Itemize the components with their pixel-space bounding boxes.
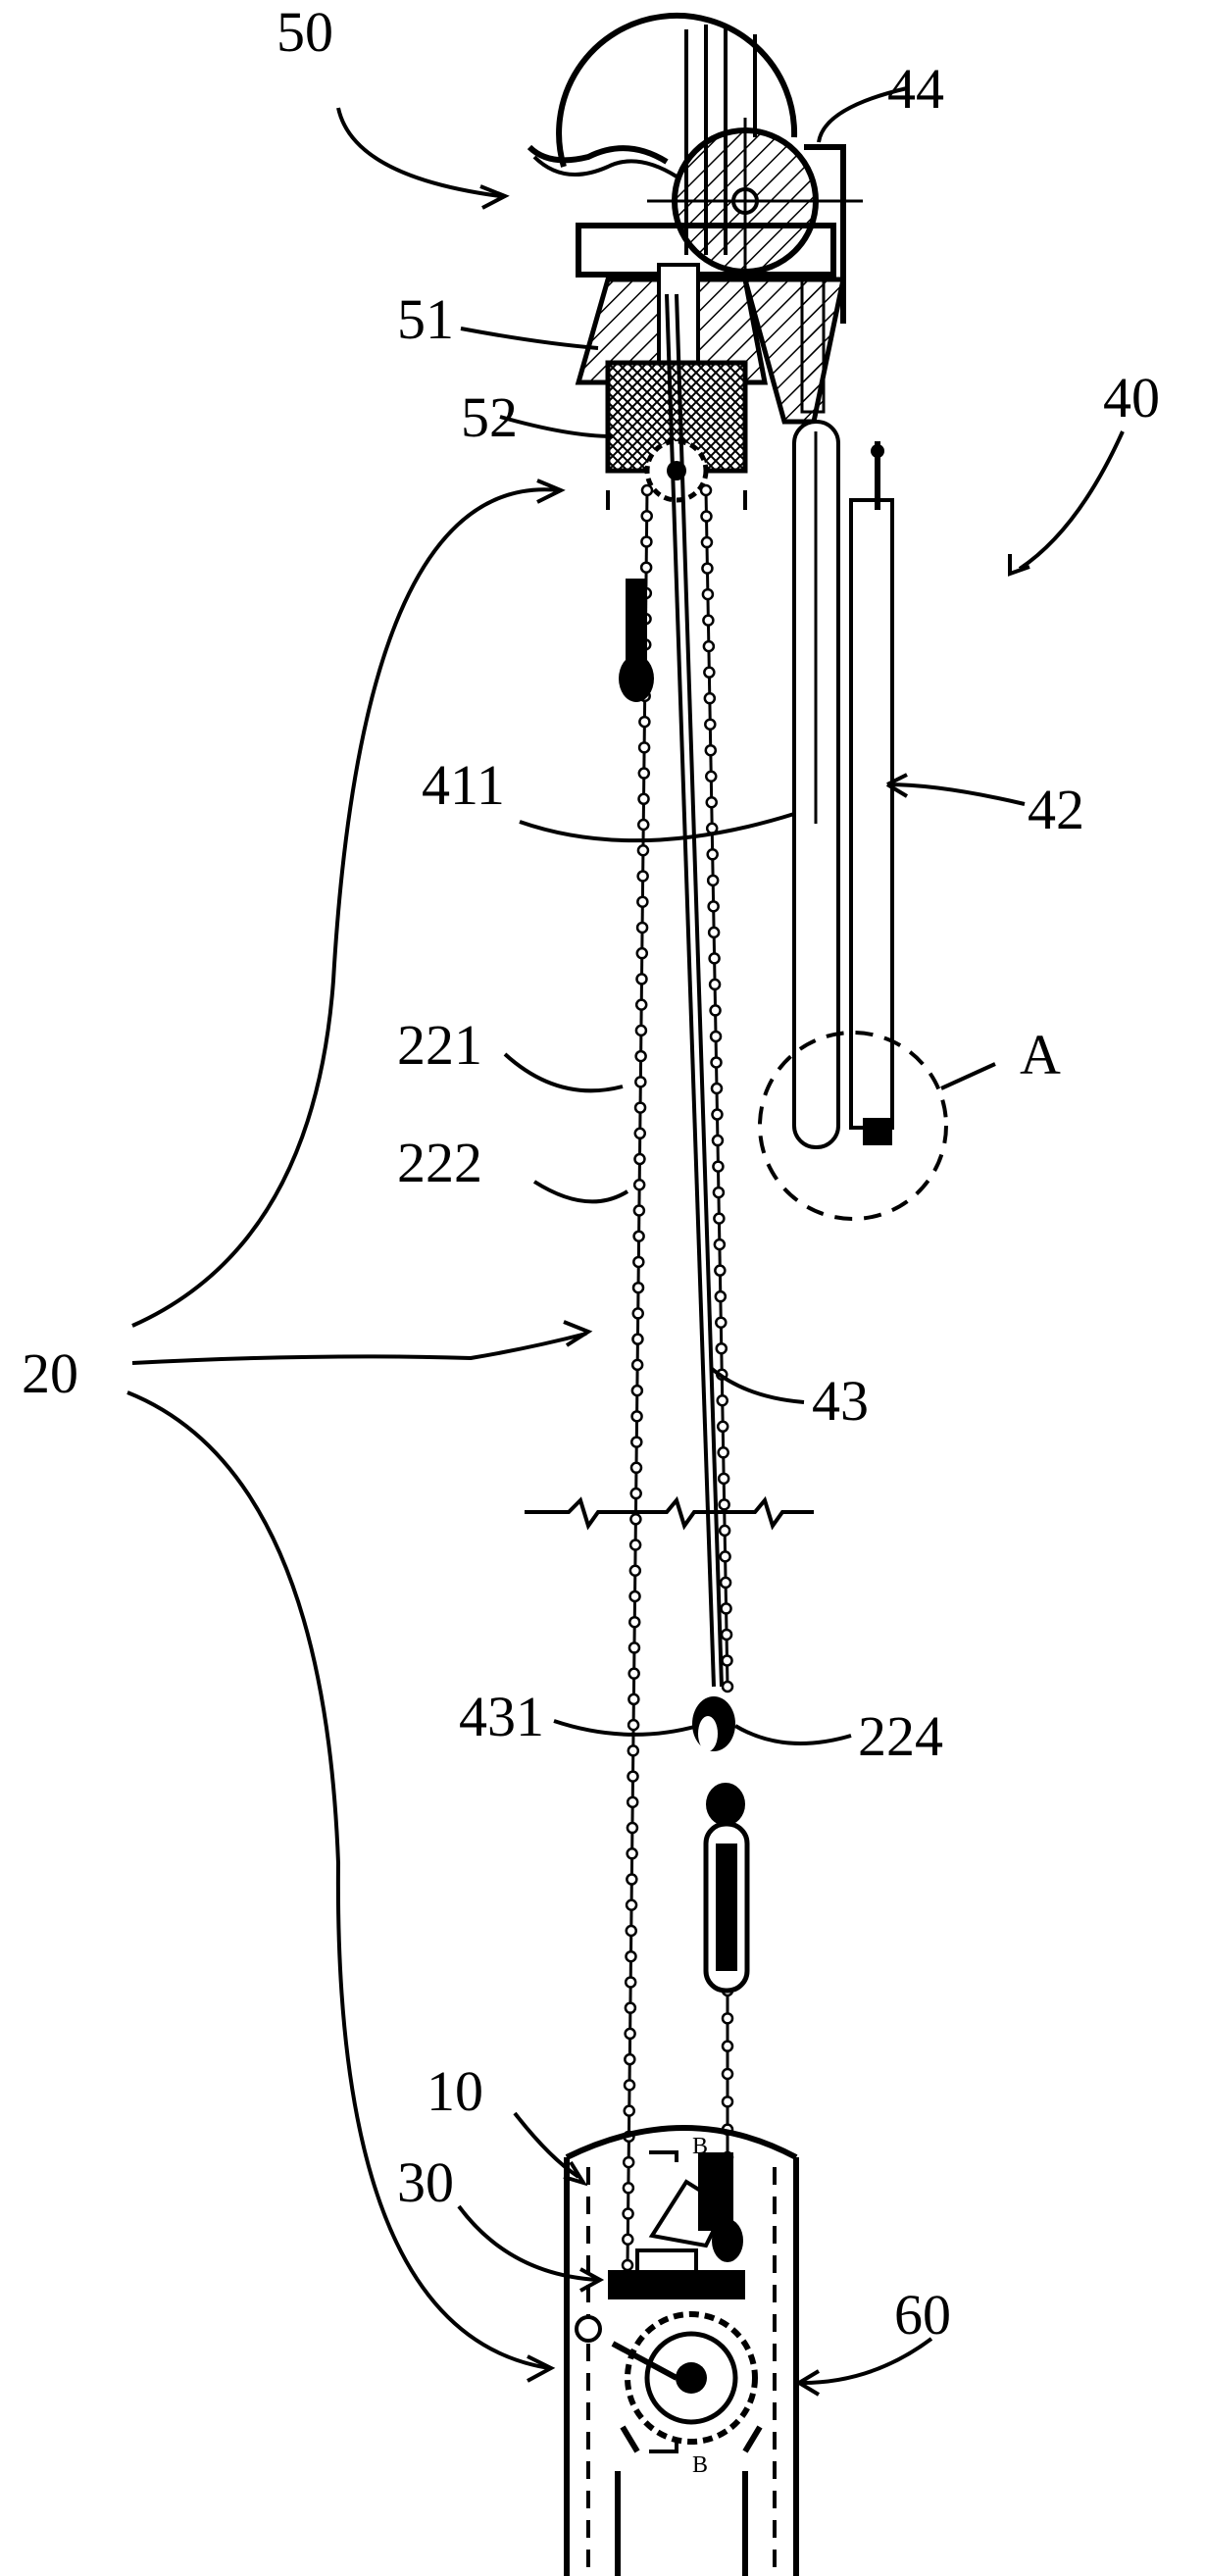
counterweight-tube-411: [794, 422, 838, 1147]
clip-224: [692, 1696, 735, 1751]
drive-unit-30: [577, 2250, 760, 2451]
label-60: 60: [894, 2283, 951, 2347]
sprocket-block-52: [608, 363, 745, 510]
label-40: 40: [1103, 366, 1160, 429]
rope-43: [667, 294, 722, 1687]
label-A: A: [1020, 1023, 1061, 1086]
chains-20: [623, 485, 732, 2270]
label-20: 20: [22, 1341, 78, 1405]
label-224: 224: [858, 1704, 943, 1768]
turnbuckle: [706, 1783, 747, 1991]
label-50: 50: [276, 0, 333, 64]
label-section-B-top: B: [692, 2134, 708, 2159]
label-10: 10: [427, 2059, 483, 2123]
label-221: 221: [397, 1013, 482, 1077]
break-line: [525, 1500, 814, 1526]
label-44: 44: [887, 57, 944, 121]
label-43: 43: [812, 1369, 869, 1433]
label-52: 52: [461, 385, 518, 449]
label-431: 431: [459, 1685, 544, 1748]
label-222: 222: [397, 1131, 482, 1194]
chain-left-221-222: [623, 485, 652, 2270]
label-section-B-bottom: B: [692, 2452, 708, 2478]
label-30: 30: [397, 2150, 454, 2214]
label-411: 411: [422, 753, 505, 817]
label-51: 51: [397, 287, 454, 351]
label-42: 42: [1028, 778, 1084, 841]
